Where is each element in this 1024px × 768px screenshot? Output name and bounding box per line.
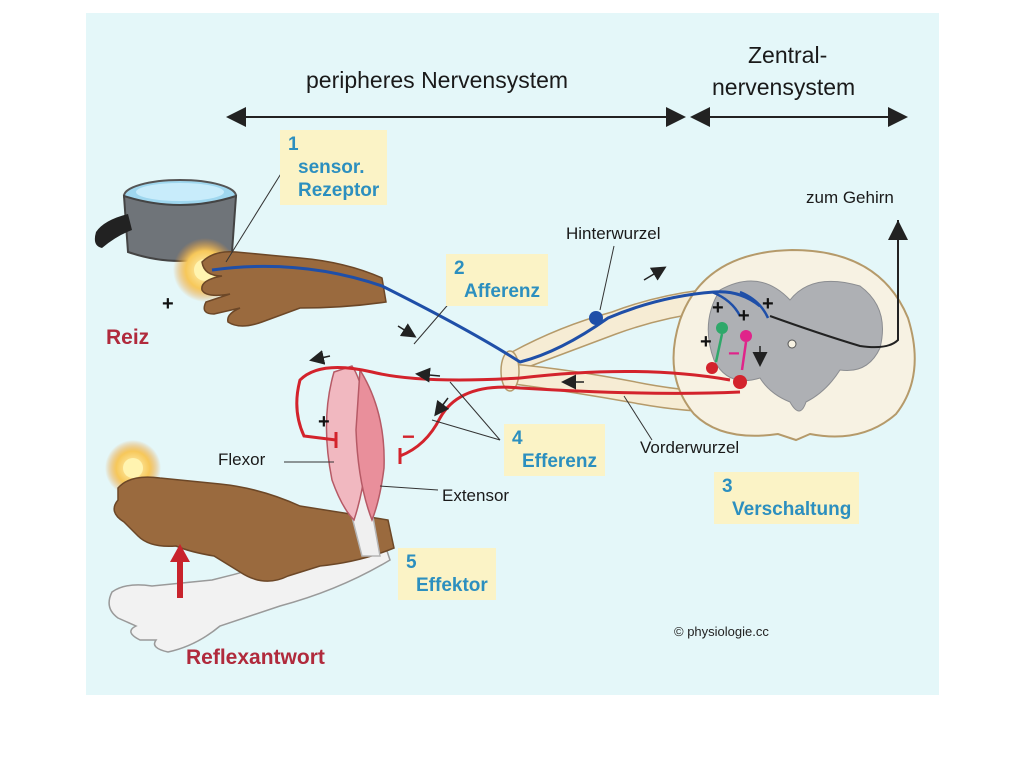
dorsal-root-label: Hinterwurzel xyxy=(566,224,661,243)
leader-efferenz-b xyxy=(431,419,501,441)
step-1-box: 1 sensor. Rezeptor xyxy=(280,130,388,205)
step-5-box: 5 Effektor xyxy=(398,548,496,600)
excitatory-interneuron-axon xyxy=(714,333,724,363)
efferent-flow-arrow-2 xyxy=(415,367,441,383)
central-nervous-system-label-line2: nervensystem xyxy=(712,74,856,100)
spinal-nerve-ending xyxy=(500,350,520,392)
stimulus-plus-sign: + xyxy=(162,293,174,315)
flexor-label: Flexor xyxy=(218,450,266,469)
step-number: 2 xyxy=(454,258,465,279)
ventral-root-label: Vorderwurzel xyxy=(640,438,740,457)
leader-hinterwurzel xyxy=(599,245,615,311)
efferent-nerve-to-flexor xyxy=(295,366,731,442)
stimulated-hand xyxy=(201,250,387,327)
to-brain-label: zum Gehirn xyxy=(806,188,894,207)
step-label: Rezeptor xyxy=(298,180,380,201)
central-nervous-system-label-line1: Zentral- xyxy=(748,42,828,68)
reflex-hand xyxy=(113,476,395,582)
step-label: Efferenz xyxy=(522,451,597,472)
peripheral-nervous-system-label: peripheres Nervensystem xyxy=(306,67,569,93)
step-label: Verschaltung xyxy=(732,499,852,520)
reflex-arrow-icon xyxy=(170,544,190,598)
step-label: sensor. xyxy=(298,157,365,178)
extensor-muscle xyxy=(355,367,385,523)
step-2-box: 2 Afferenz xyxy=(446,254,549,306)
leader-extensor xyxy=(379,485,439,491)
reflex-response-label: Reflexantwort xyxy=(186,646,325,669)
stimulus-label: Reiz xyxy=(106,326,150,349)
afferent-branch xyxy=(711,290,770,319)
ascending-fiber xyxy=(769,220,899,349)
synapse-plus-sign: + xyxy=(738,305,750,327)
excitatory-interneuron xyxy=(716,322,728,334)
flexor-plus-sign: + xyxy=(318,411,330,433)
motor-neuron-flexor xyxy=(706,362,718,374)
step-number: 3 xyxy=(722,476,733,497)
step-number: 5 xyxy=(406,552,417,573)
leader-receptor xyxy=(225,171,283,263)
synapse-minus-sign: − xyxy=(728,343,740,365)
step-number: 1 xyxy=(288,134,299,155)
extensor-label: Extensor xyxy=(442,486,510,505)
leader-efferenz-a xyxy=(449,381,501,441)
afferent-flow-arrow xyxy=(397,323,417,338)
step-3-box: 3 Verschaltung xyxy=(714,472,860,524)
motor-neuron-extensor xyxy=(733,375,747,389)
synapse-plus-sign: + xyxy=(762,293,774,315)
inhibitory-interneuron-axon xyxy=(740,341,748,371)
inhibitory-interneuron xyxy=(740,330,752,342)
step-label: Effektor xyxy=(416,575,488,596)
efferent-flow-arrow-3 xyxy=(309,350,331,365)
leader-vorderwurzel xyxy=(623,395,653,441)
dorsal-root-ganglion xyxy=(589,311,603,325)
efferent-nerve-to-extensor xyxy=(399,385,741,458)
extensor-minus-sign: − xyxy=(402,424,415,449)
efferent-flow-arrow-4 xyxy=(434,397,450,417)
step-number: 4 xyxy=(512,428,523,449)
synapse-plus-sign: + xyxy=(700,331,712,353)
step-4-box: 4 Efferenz xyxy=(504,424,605,476)
copyright-label: © physiologie.cc xyxy=(674,624,769,639)
step-label: Afferenz xyxy=(464,281,541,302)
synapse-plus-sign: + xyxy=(712,297,724,319)
leader-afferenz xyxy=(413,299,453,345)
dorsal-root-flow-arrow xyxy=(643,266,667,281)
